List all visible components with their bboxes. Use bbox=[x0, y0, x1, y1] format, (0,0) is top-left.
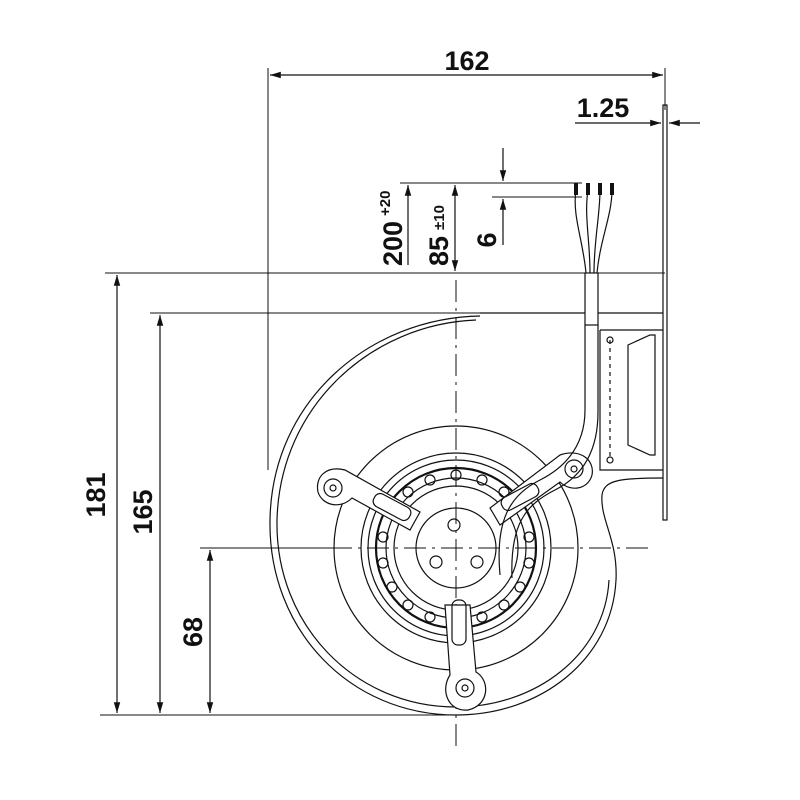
cable-strip-tolerance: ±10 bbox=[431, 205, 448, 230]
extension-lines bbox=[100, 68, 666, 716]
dimension-lines bbox=[113, 71, 700, 713]
power-cable bbox=[498, 183, 614, 579]
dim-wire-strip: 6 bbox=[472, 232, 502, 247]
cable-strip-value: 85 bbox=[424, 236, 454, 266]
cable-length-value: 200 bbox=[378, 221, 408, 266]
dim-overall-width: 162 bbox=[444, 46, 489, 76]
dim-cable-strip: 85 ±10 bbox=[424, 205, 454, 266]
dim-overall-height: 181 bbox=[81, 472, 111, 517]
dim-flange-thickness: 1.25 bbox=[577, 93, 630, 123]
dim-housing-height: 165 bbox=[128, 489, 158, 534]
mounting-lugs bbox=[316, 452, 593, 711]
rotor-holes bbox=[377, 469, 535, 623]
center-lines bbox=[330, 280, 650, 752]
cable-length-tolerance: +20 bbox=[377, 191, 394, 216]
mounting-flange bbox=[599, 104, 668, 521]
dim-cable-length: 200 +20 bbox=[377, 191, 408, 266]
fan-housing bbox=[269, 312, 664, 716]
dim-axis-height: 68 bbox=[178, 617, 208, 647]
